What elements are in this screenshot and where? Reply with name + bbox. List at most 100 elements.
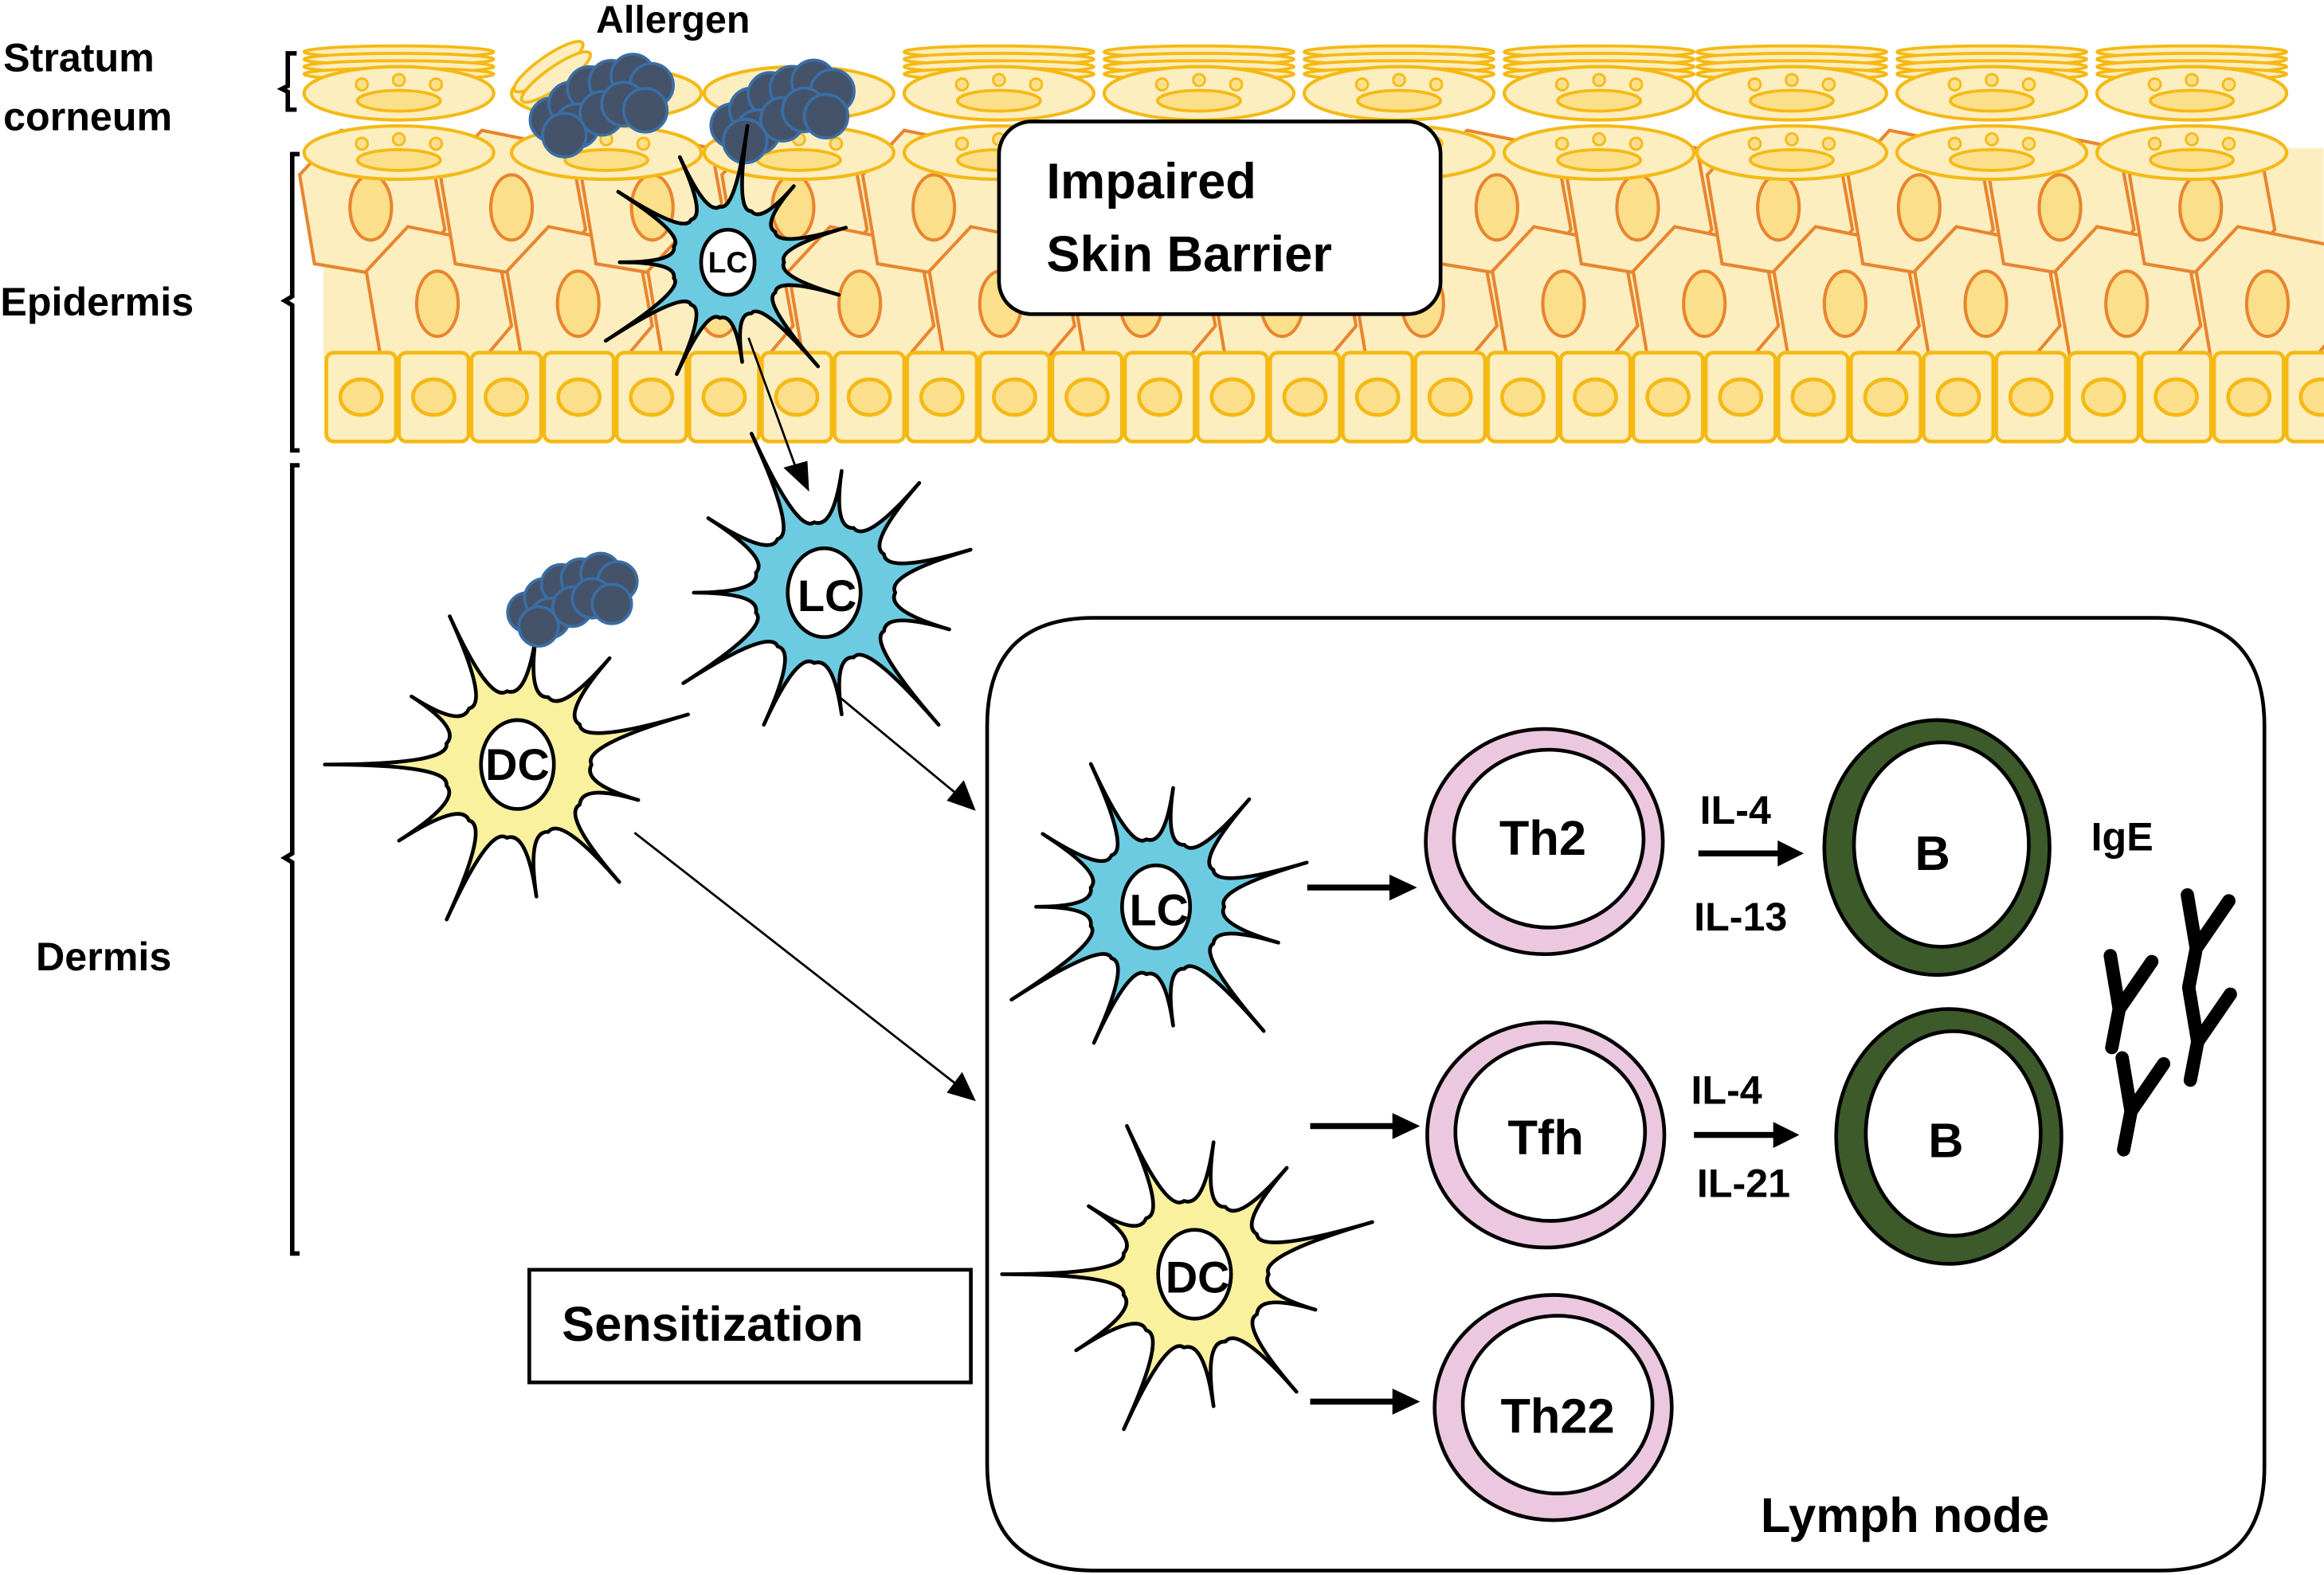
basal-cell <box>614 351 688 444</box>
ige-right-arm <box>2112 954 2159 1016</box>
keratohyalin-granule <box>2221 136 2236 151</box>
cytokine-labels: IL-4 IL-13 IL-4 IL-21 <box>1691 788 1790 1206</box>
dermal-dendritic-cell-nucleus <box>479 718 556 811</box>
th22-cell <box>1432 1293 1674 1522</box>
basal-cell-nucleus <box>1718 377 1764 417</box>
basal-cell <box>397 351 471 444</box>
allergen-cluster <box>528 53 675 159</box>
keratohyalin-granule <box>1154 77 1170 92</box>
basal-cell-nucleus <box>992 377 1037 417</box>
layer-brackets <box>276 51 300 1256</box>
migration-arrows <box>633 337 976 1102</box>
granular-nucleus <box>2149 147 2236 172</box>
granular-nucleus <box>1156 88 1242 113</box>
basal-cell <box>542 351 616 444</box>
keratinocyte-nucleus <box>1822 269 1867 339</box>
basal-cell <box>978 351 1052 444</box>
keratohyalin-granule <box>1821 77 1836 92</box>
keratohyalin-granule <box>429 136 444 151</box>
impaired-line1: Impaired <box>1046 154 1256 210</box>
keratohyalin-granule <box>2021 77 2036 92</box>
arrow-tfh-to-b <box>1694 1122 1800 1149</box>
keratohyalin-granule <box>429 77 444 92</box>
corneocyte-stack <box>1695 44 1889 182</box>
keratinocyte-nucleus <box>2244 269 2291 339</box>
basal-cell <box>1123 351 1197 444</box>
keratinocyte-nucleus <box>1615 173 1660 242</box>
lymph-node-box: Lymph node <box>985 616 2267 1573</box>
cytokine-il4-upper: IL-4 <box>1700 788 1771 833</box>
basal-cell-nucleus <box>2299 377 2324 417</box>
arrowhead-lc-to-node <box>946 780 976 811</box>
b-lower-label: B <box>1928 1114 1963 1169</box>
granular-nucleus <box>955 88 1042 113</box>
ige-right-arm <box>2189 894 2236 955</box>
basal-cell <box>1703 351 1777 444</box>
basal-cell-nucleus <box>484 377 529 417</box>
keratinocyte-nucleus <box>488 173 535 242</box>
label-corneum: corneum <box>3 95 172 139</box>
keratohyalin-granule <box>1947 77 1962 92</box>
granular-nucleus <box>1748 88 1835 113</box>
ige-stem <box>2105 1002 2126 1055</box>
keratohyalin-granule <box>1785 131 1799 147</box>
arrowhead-lc-descent <box>783 460 809 492</box>
basal-cell-nucleus <box>411 377 457 417</box>
basal-cell-nucleus <box>338 377 384 417</box>
tfh-label: Tfh <box>1507 1111 1583 1166</box>
basal-cell-nucleus <box>2008 377 2054 417</box>
granular-nucleus <box>1949 147 2035 172</box>
keratohyalin-granule <box>355 77 370 92</box>
ige-antibody <box>2181 981 2237 1087</box>
dendritic-cell-node <box>1000 1124 1374 1432</box>
basal-cell <box>687 351 761 444</box>
corneocyte-stack <box>1503 44 1696 182</box>
keratohyalin-granule <box>2185 72 2199 88</box>
allergen-on-cells <box>506 551 639 648</box>
granular-nucleus <box>1949 88 2035 113</box>
keratinocyte-nucleus <box>2037 173 2083 242</box>
keratinocyte-nucleus <box>2104 269 2150 339</box>
basal-cell-nucleus <box>1427 377 1473 417</box>
granular-nucleus <box>1356 88 1443 113</box>
keratohyalin-granule <box>992 72 1006 88</box>
node-arrows <box>1307 840 1805 1415</box>
th22-cell-nucleus <box>1460 1314 1655 1496</box>
basal-cell <box>1848 351 1923 444</box>
keratohyalin-granule <box>1985 131 1999 147</box>
keratinocyte-nucleus <box>1474 173 1519 242</box>
allergen-cluster <box>709 58 856 165</box>
dermal-dendritic-cell <box>323 614 690 922</box>
ige-right-arm <box>2124 1056 2171 1119</box>
keratinocyte-nucleus <box>1756 173 1801 242</box>
keratohyalin-granule <box>829 136 844 151</box>
granular-nucleus <box>1556 88 1643 113</box>
keratohyalin-granule <box>2147 77 2162 92</box>
keratohyalin-granule <box>1747 77 1762 92</box>
arrow-dc-to-th22 <box>1310 1389 1421 1415</box>
basal-cell <box>1631 351 1705 444</box>
basal-cell-nucleus <box>1573 377 1618 417</box>
basal-cell <box>1486 351 1560 444</box>
keratinocyte-nucleus <box>555 269 601 339</box>
basal-cell <box>760 351 834 444</box>
basal-cell <box>1050 351 1124 444</box>
ige-antibody <box>2103 949 2159 1055</box>
granular-nucleus <box>563 147 649 172</box>
basal-cell <box>833 351 907 444</box>
cell-labels: LC LC DC LC DC Th2 Tfh Th22 B B <box>485 245 1963 1444</box>
allergen-particle <box>621 87 669 134</box>
cytokine-il21: IL-21 <box>1697 1162 1790 1206</box>
basal-cell <box>1268 351 1342 444</box>
basal-cell-nucleus <box>556 377 602 417</box>
th2-cell-nucleus <box>1452 747 1646 930</box>
arrow-lc-to-th2 <box>1307 874 1417 901</box>
dendritic-cell-node-nucleus <box>1156 1228 1233 1321</box>
lymph-node-label: Lymph node <box>1761 1488 2049 1543</box>
label-stratum: Stratum <box>3 35 155 80</box>
basal-cell <box>1994 351 2068 444</box>
granular-nucleus <box>755 147 842 172</box>
arrow-th2-to-b <box>1698 840 1805 867</box>
basal-cell <box>469 351 543 444</box>
basal-cell <box>324 351 398 444</box>
